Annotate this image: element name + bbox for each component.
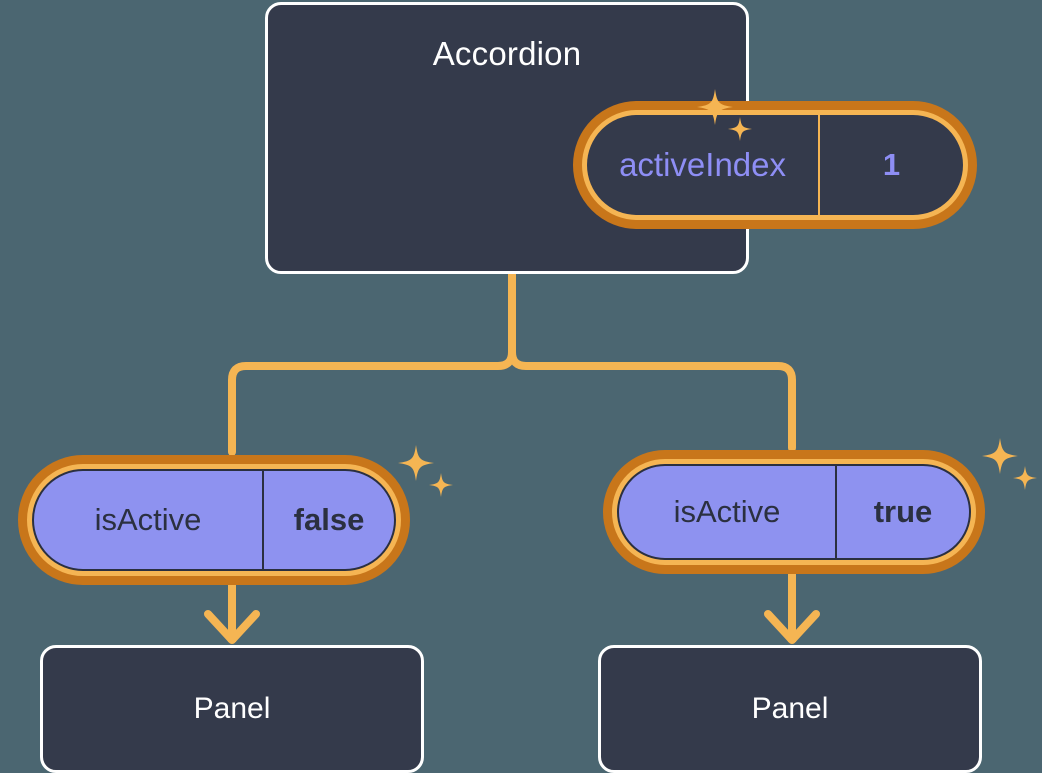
state-divider bbox=[835, 466, 837, 558]
sparkle-decoration-right bbox=[980, 436, 1042, 503]
sparkle-small-icon bbox=[429, 473, 453, 497]
connector-root-split-right bbox=[508, 348, 796, 452]
state-badge-is-active-false[interactable]: isActive false bbox=[18, 455, 410, 585]
accordion-title: Accordion bbox=[432, 35, 582, 72]
node-panel-left[interactable]: Panel bbox=[40, 645, 424, 773]
state-value-is-active-left: false bbox=[293, 502, 365, 537]
panel-right-title: Panel bbox=[751, 692, 829, 725]
sparkle-small-icon bbox=[1013, 466, 1037, 490]
state-key-active-index: activeIndex bbox=[587, 115, 821, 215]
panel-left-title: Panel bbox=[193, 692, 271, 725]
arrow-down-icon-right bbox=[764, 610, 820, 644]
state-key-is-active-left: isActive bbox=[94, 502, 202, 537]
sparkle-large-icon bbox=[982, 438, 1018, 474]
state-badge-is-active-true[interactable]: isActive true bbox=[603, 450, 985, 574]
node-accordion[interactable]: Accordion activeIndex 1 bbox=[265, 2, 977, 274]
state-badge-inner: isActive false bbox=[32, 469, 396, 571]
state-value-active-index: 1 bbox=[882, 147, 901, 182]
connector-root-split bbox=[228, 270, 516, 456]
node-panel-right[interactable]: Panel bbox=[598, 645, 982, 773]
state-value-is-active-right: true bbox=[873, 494, 933, 529]
state-key-is-active-right: isActive bbox=[673, 494, 781, 529]
arrow-down-icon-left bbox=[204, 610, 260, 644]
state-badge-inner: isActive true bbox=[617, 464, 971, 560]
state-badge-inner: activeIndex 1 bbox=[587, 115, 963, 215]
state-divider bbox=[262, 471, 264, 569]
state-badge-active-index[interactable]: activeIndex 1 bbox=[573, 101, 977, 229]
sparkle-large-icon bbox=[398, 445, 434, 481]
